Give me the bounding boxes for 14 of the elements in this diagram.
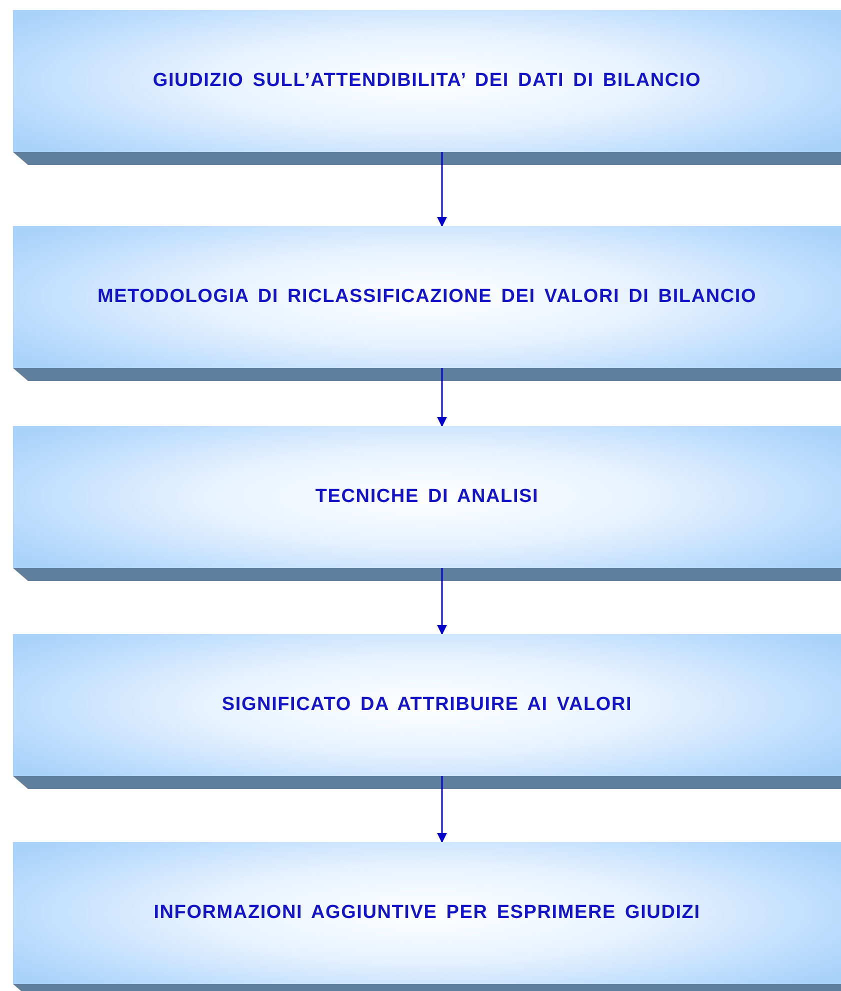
process-box — [13, 842, 841, 984]
arrow — [437, 776, 447, 843]
box-label: TECNICHE DI ANALISI — [314, 485, 540, 510]
process-box — [13, 226, 841, 368]
process-box — [13, 10, 841, 152]
arrow — [437, 368, 447, 427]
box-label: SIGNIFICATO DA ATTRIBUIRE AI VALORI — [220, 693, 634, 718]
process-box — [13, 426, 841, 568]
box-label: METODOLOGIA DI RICLASSIFICAZIONE DEI VALORI DI BILANCIO — [96, 285, 758, 310]
box-label: GIUDIZIO SULL’ATTENDIBILITA’ DEI DATI DI BILANCIO — [152, 69, 702, 94]
process-box — [13, 634, 841, 776]
box-label: INFORMAZIONI AGGIUNTIVE PER ESPRIMERE GIUDIZI — [152, 901, 702, 926]
arrow — [437, 152, 447, 227]
arrow — [437, 568, 447, 635]
